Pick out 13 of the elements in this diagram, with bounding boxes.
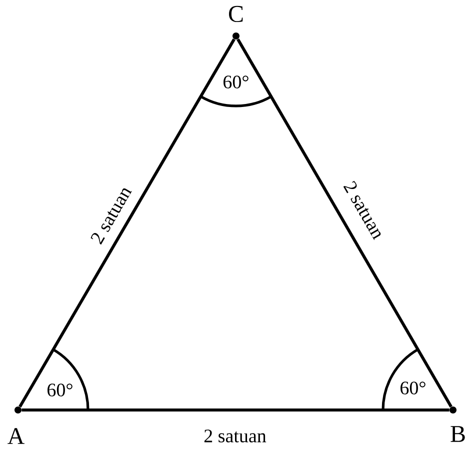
- angle-label: 60°: [48, 384, 72, 396]
- edge-label: 2 satuan: [204, 430, 266, 442]
- vertex-label: C: [228, 6, 243, 22]
- vertex-point: [232, 32, 240, 40]
- vertex-point: [14, 406, 22, 414]
- vertex-label: B: [450, 426, 465, 442]
- triangle-side: [22, 408, 450, 412]
- angle-label: 60°: [224, 76, 248, 88]
- triangle-side: [18, 38, 236, 408]
- angle-label: 60°: [400, 382, 426, 394]
- vertex-point: [450, 406, 456, 414]
- triangle-side: [236, 38, 452, 408]
- vertex-label: A: [8, 428, 24, 444]
